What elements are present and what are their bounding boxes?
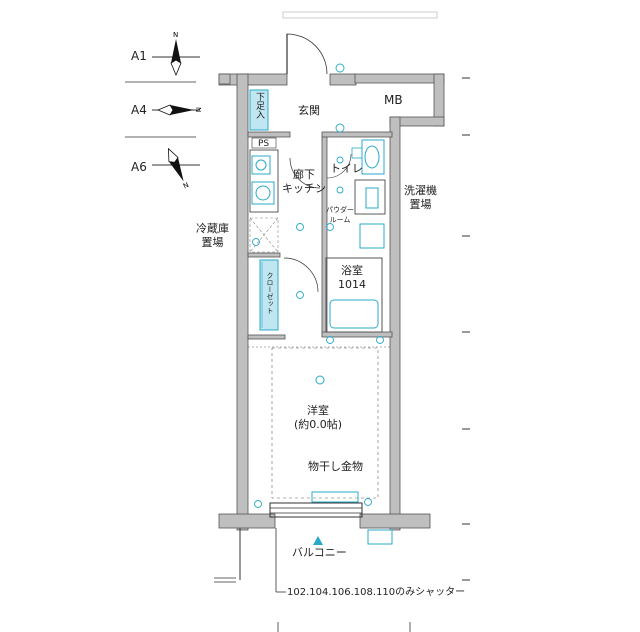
kitchen-label: 廊下 キッチン	[282, 168, 326, 195]
shoe-storage-label: 下足入	[254, 92, 264, 119]
orientation-label-a4: A4	[131, 103, 147, 117]
mb-label: MB	[384, 93, 403, 107]
compass-a4-icon: N	[152, 104, 202, 116]
shutter-note: 102.104.106.108.110のみシャッター	[287, 587, 466, 598]
fridge-label: 冷蔵庫 置場	[196, 222, 229, 249]
balcony-label: バルコニー	[292, 546, 347, 559]
toilet-label: トイレ	[330, 162, 363, 175]
svg-text:N: N	[173, 31, 178, 39]
compass-needle: N	[170, 31, 182, 77]
western-room-label: 洋室 (約0.0帖)	[294, 404, 343, 431]
svg-text:N: N	[182, 180, 190, 189]
svg-text:N: N	[194, 107, 202, 112]
compass-a6-icon: N	[152, 147, 200, 190]
orientation-label-a6: A6	[131, 160, 147, 174]
washer-label: 洗濯機 置場	[404, 184, 437, 211]
bath-label: 浴室 1014	[338, 264, 366, 291]
closet-label: クローゼット	[266, 272, 274, 314]
compass-a1-icon: N	[152, 31, 200, 77]
drying-rack-label: 物干し金物	[308, 460, 363, 473]
entrance-label: 玄関	[298, 104, 320, 117]
powder-room-label: パウダールーム	[326, 206, 354, 224]
orientation-label-a1: A1	[131, 49, 147, 63]
ps-label: PS	[258, 139, 270, 149]
